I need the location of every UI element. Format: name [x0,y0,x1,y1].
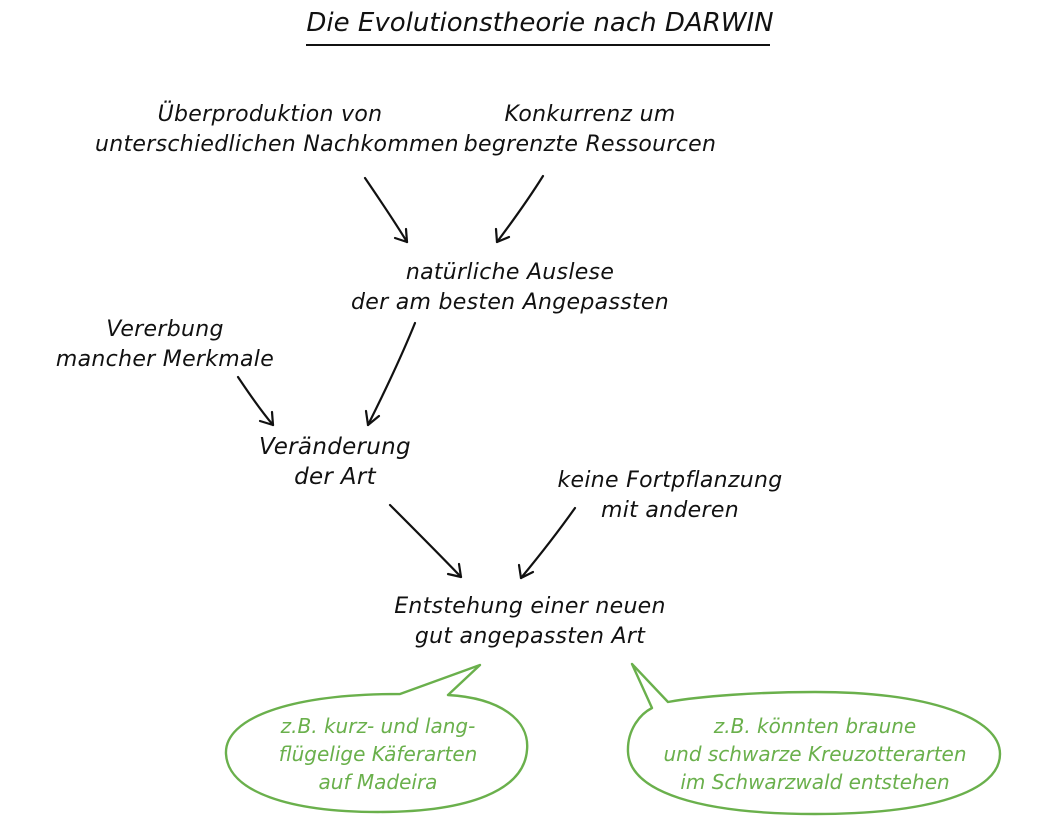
node-overproduction: Überproduktion von unterschiedlichen Nac… [95,100,459,160]
node-change-of-species-line1: Veränderung [259,434,411,460]
example-beetles-line3: auf Madeira [318,770,438,794]
node-natural-selection-line1: natürliche Auslese [405,260,615,285]
example-adders-line2: und schwarze Kreuzotterarten [663,742,967,766]
arrow-competition-to-selection [494,174,545,244]
arrow-selection-to-change [364,321,417,427]
node-inheritance: Vererbung mancher Merkmale [40,315,290,375]
arrow-overproduction-to-selection [363,176,409,244]
node-change-of-species: Veränderung der Art [230,432,440,492]
node-reproductive-isolation: keine Fortpflanzung mit anderen [530,466,810,526]
example-adders-line3: im Schwarzwald entstehen [680,770,950,794]
page-title: Die Evolutionstheorie nach DARWIN [306,8,774,38]
example-beetles: z.B. kurz- und lang- flügelige Käferarte… [238,712,518,796]
node-reproductive-isolation-line2: mit anderen [601,498,739,523]
node-competition-line2: begrenzte Ressourcen [463,132,717,157]
node-change-of-species-line2: der Art [294,464,376,490]
node-overproduction-line2: unterschiedlichen Nachkommen [95,132,459,157]
example-adders-line1: z.B. könnten braune [713,714,917,738]
node-inheritance-line1: Vererbung [106,317,224,342]
arrow-inheritance-to-change [236,375,275,427]
node-new-species: Entstehung einer neuen gut angepassten A… [370,592,690,652]
arrow-change-to-new-species [388,503,463,579]
node-natural-selection-line2: der am besten Angepassten [351,290,669,315]
node-reproductive-isolation-line1: keine Fortpflanzung [557,468,783,493]
node-competition: Konkurrenz um begrenzte Ressourcen [460,100,720,160]
example-beetles-line2: flügelige Käferarten [278,742,478,766]
example-adders: z.B. könnten braune und schwarze Kreuzot… [640,712,990,796]
node-overproduction-line1: Überproduktion von [157,102,383,127]
node-competition-line1: Konkurrenz um [504,102,676,127]
node-new-species-line2: gut angepassten Art [414,624,646,649]
adders-speech-bubble [626,662,1002,816]
node-natural-selection: natürliche Auslese der am besten Angepas… [340,258,680,318]
node-new-species-line1: Entstehung einer neuen [394,594,666,619]
node-inheritance-line2: mancher Merkmale [55,347,275,372]
example-beetles-line1: z.B. kurz- und lang- [280,714,476,738]
beetles-speech-bubble [224,663,529,814]
arrow-isolation-to-new-species [517,506,577,580]
title-underline [306,44,770,46]
